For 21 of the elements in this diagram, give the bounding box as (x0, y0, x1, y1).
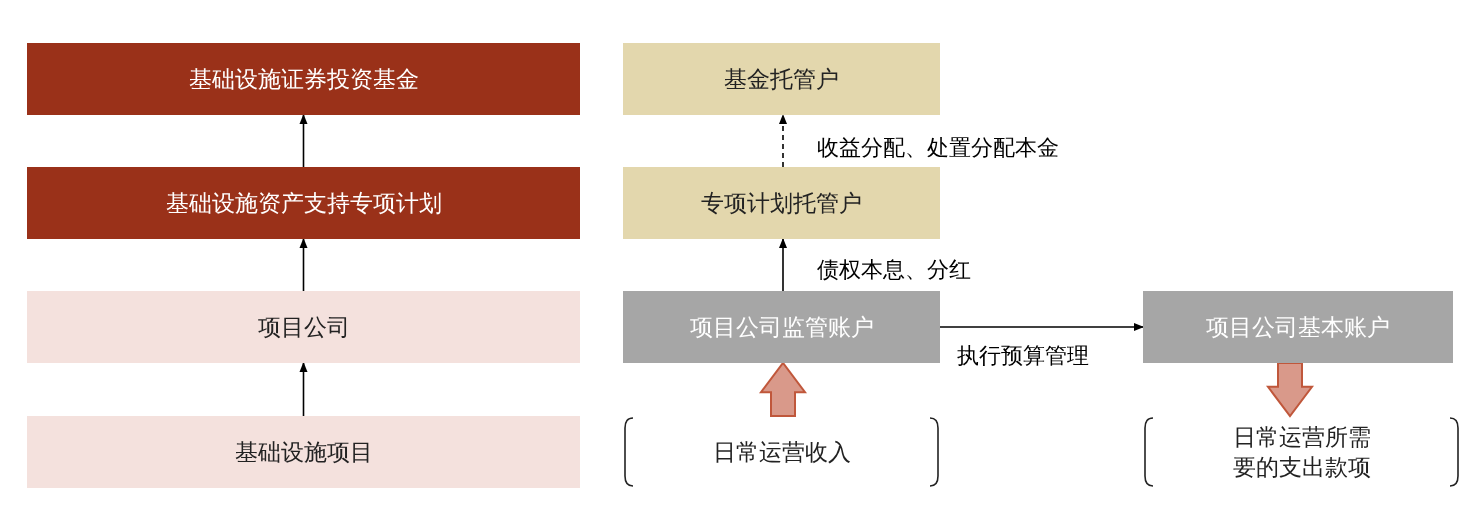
arrow (779, 114, 787, 168)
account-box: 项目公司监管账户 (623, 291, 940, 363)
process-box: 基础设施项目 (27, 416, 580, 488)
process-box: 基础设施资产支持专项计划 (27, 167, 580, 239)
account-box: 专项计划托管户 (623, 167, 940, 239)
arrow (939, 323, 1144, 331)
edge-label: 执行预算管理 (955, 343, 1091, 369)
process-box: 基础设施证券投资基金 (27, 43, 580, 115)
edge-label: 债权本息、分红 (815, 257, 973, 283)
account-box: 项目公司基本账户 (1143, 291, 1453, 363)
account-box: 基金托管户 (623, 43, 940, 115)
process-box: 项目公司 (27, 291, 580, 363)
arrow (299, 114, 308, 168)
arrow (299, 238, 308, 292)
block-arrow (759, 361, 807, 417)
bracketed-text: 日常运营收入 (623, 416, 940, 488)
arrow (299, 362, 308, 417)
bracketed-text: 日常运营所需要的支出款项 (1143, 416, 1460, 488)
arrow (779, 238, 787, 292)
edge-label: 收益分配、处置分配本金 (815, 135, 1061, 161)
block-arrow (1266, 362, 1314, 418)
